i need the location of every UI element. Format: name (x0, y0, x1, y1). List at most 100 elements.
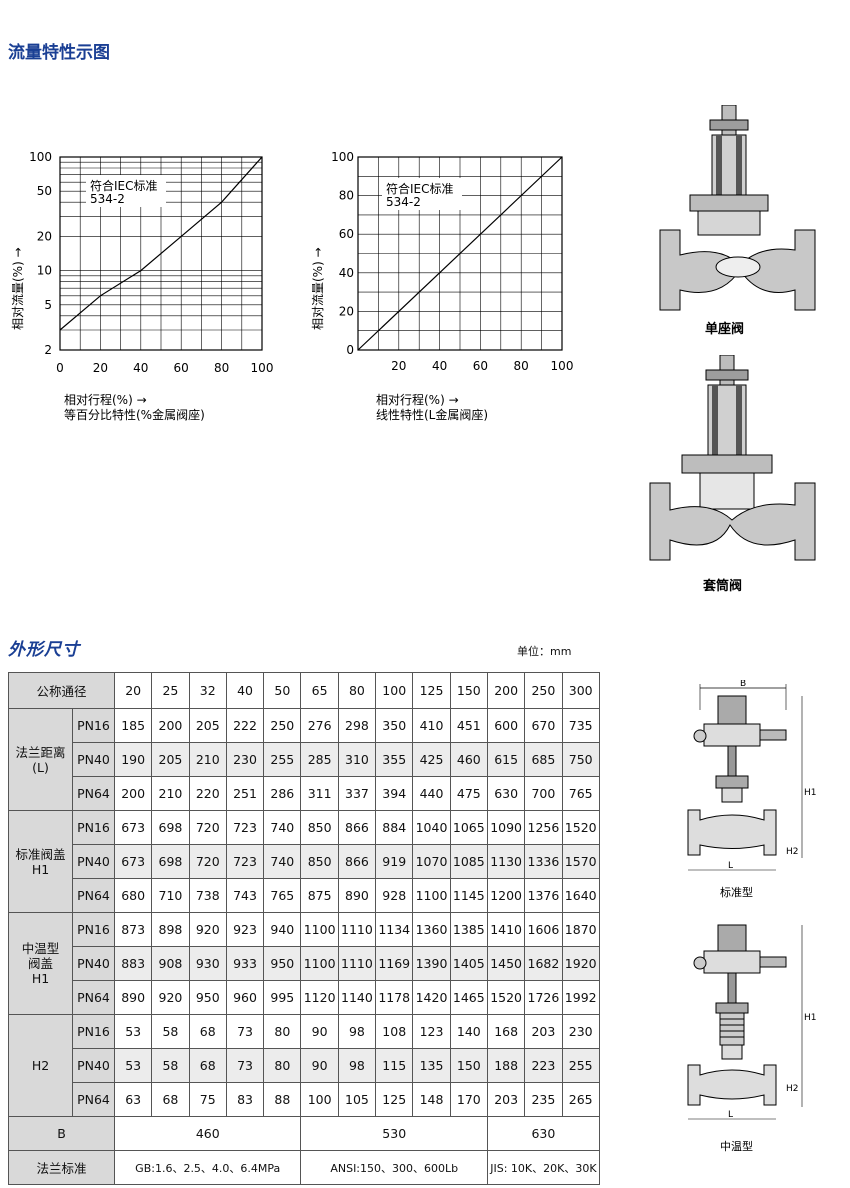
flow-section-title: 流量特性示图 (8, 43, 110, 63)
size-header: 32 (188, 672, 227, 709)
table-cell: 698 (151, 810, 190, 845)
table-cell: 255 (561, 1048, 600, 1083)
single-seat-valve-label: 单座阀 (705, 322, 745, 337)
pressure-rating: PN16 (72, 708, 115, 743)
std-dim-l: L (728, 861, 733, 871)
size-header: 125 (412, 672, 451, 709)
table-cell: 425 (412, 742, 451, 777)
table-cell: 1405 (449, 946, 488, 981)
sleeve-valve-drawing (649, 355, 816, 561)
table-cell: 765 (263, 878, 302, 913)
table-cell: 890 (337, 878, 377, 913)
med-dim-l: L (728, 1110, 733, 1120)
table-cell: 673 (113, 810, 153, 845)
right-x-tick: 100 (551, 359, 574, 373)
table-cell: 1682 (524, 946, 563, 981)
right-x-tick: 80 (514, 359, 529, 373)
table-cell: 1145 (449, 878, 488, 913)
table-cell: 750 (561, 742, 600, 777)
left-x-tick: 20 (93, 361, 108, 375)
group-label-line: H1 (31, 971, 50, 986)
table-cell: 866 (337, 810, 377, 845)
group-label-line: 法兰距离 (15, 744, 66, 760)
flange-row-label: 法兰标准 (8, 1150, 115, 1185)
table-cell: 440 (412, 776, 451, 811)
left-y-tick: 10 (37, 264, 52, 278)
table-cell: 1100 (300, 912, 339, 947)
table-cell: 923 (225, 912, 265, 947)
left-y-tick: 100 (29, 150, 52, 164)
table-cell: 123 (412, 1014, 451, 1049)
table-cell: 673 (113, 844, 153, 879)
table-cell: 205 (151, 742, 190, 777)
table-cell: 276 (300, 708, 339, 743)
table-cell: 1376 (524, 878, 563, 913)
table-cell: 80 (263, 1048, 302, 1083)
medium-temp-type-drawing: H1 H2 L (687, 924, 817, 1120)
table-cell: 223 (524, 1048, 563, 1083)
table-cell: 1040 (412, 810, 451, 845)
med-dim-h2: H2 (786, 1084, 799, 1094)
group-label-line: 标准阀盖 (15, 846, 66, 862)
left-iec-note-1: 符合IEC标准 (90, 178, 158, 193)
table-cell: 58 (151, 1014, 190, 1049)
left-x-tick: 60 (174, 361, 189, 375)
table-cell: 1360 (412, 912, 451, 947)
left-y-tick: 20 (37, 229, 52, 243)
std-dim-b: B (740, 680, 746, 689)
size-header: 150 (449, 672, 488, 709)
table-cell: 898 (151, 912, 190, 947)
size-header: 80 (337, 672, 377, 709)
table-cell: 168 (486, 1014, 526, 1049)
table-cell: 933 (225, 946, 265, 981)
size-header: 50 (263, 672, 302, 709)
table-cell: 685 (524, 742, 563, 777)
left-iec-note-2: 534-2 (90, 192, 125, 206)
medium-temp-type-label: 中温型 (720, 1140, 753, 1153)
table-cell: 210 (151, 776, 190, 811)
table-cell: 1420 (412, 980, 451, 1015)
table-cell: 203 (524, 1014, 563, 1049)
table-cell: 135 (412, 1048, 451, 1083)
table-cell: 125 (375, 1082, 414, 1117)
table-cell: 720 (188, 844, 227, 879)
table-cell: 185 (113, 708, 153, 743)
table-cell: 738 (188, 878, 227, 913)
table-cell: 83 (225, 1082, 265, 1117)
standard-type-label: 标准型 (720, 886, 753, 899)
std-dim-h2: H2 (786, 847, 799, 857)
table-cell: 723 (225, 844, 265, 879)
table-cell: 883 (113, 946, 153, 981)
table-cell: 1520 (486, 980, 526, 1015)
left-x-tick: 0 (56, 361, 64, 375)
table-cell: 1465 (449, 980, 488, 1015)
table-cell: 866 (337, 844, 377, 879)
table-cell: 873 (113, 912, 153, 947)
table-cell: 1085 (449, 844, 488, 879)
table-cell: 1992 (561, 980, 600, 1015)
left-chart-curve (59, 156, 263, 331)
table-cell: 950 (263, 946, 302, 981)
right-y-tick: 40 (339, 266, 354, 280)
table-cell: 475 (449, 776, 488, 811)
pressure-rating: PN40 (72, 946, 115, 981)
table-cell: 140 (449, 1014, 488, 1049)
pressure-rating: PN40 (72, 1048, 115, 1083)
table-cell: 1256 (524, 810, 563, 845)
right-y-tick: 0 (346, 343, 354, 357)
table-cell: 1920 (561, 946, 600, 981)
table-cell: 53 (113, 1014, 153, 1049)
table-cell: 80 (263, 1014, 302, 1049)
table-cell: 75 (188, 1082, 227, 1117)
table-cell: 337 (337, 776, 377, 811)
b-value: 530 (300, 1116, 488, 1151)
left-x-tick: 100 (251, 361, 274, 375)
table-cell: 68 (188, 1048, 227, 1083)
